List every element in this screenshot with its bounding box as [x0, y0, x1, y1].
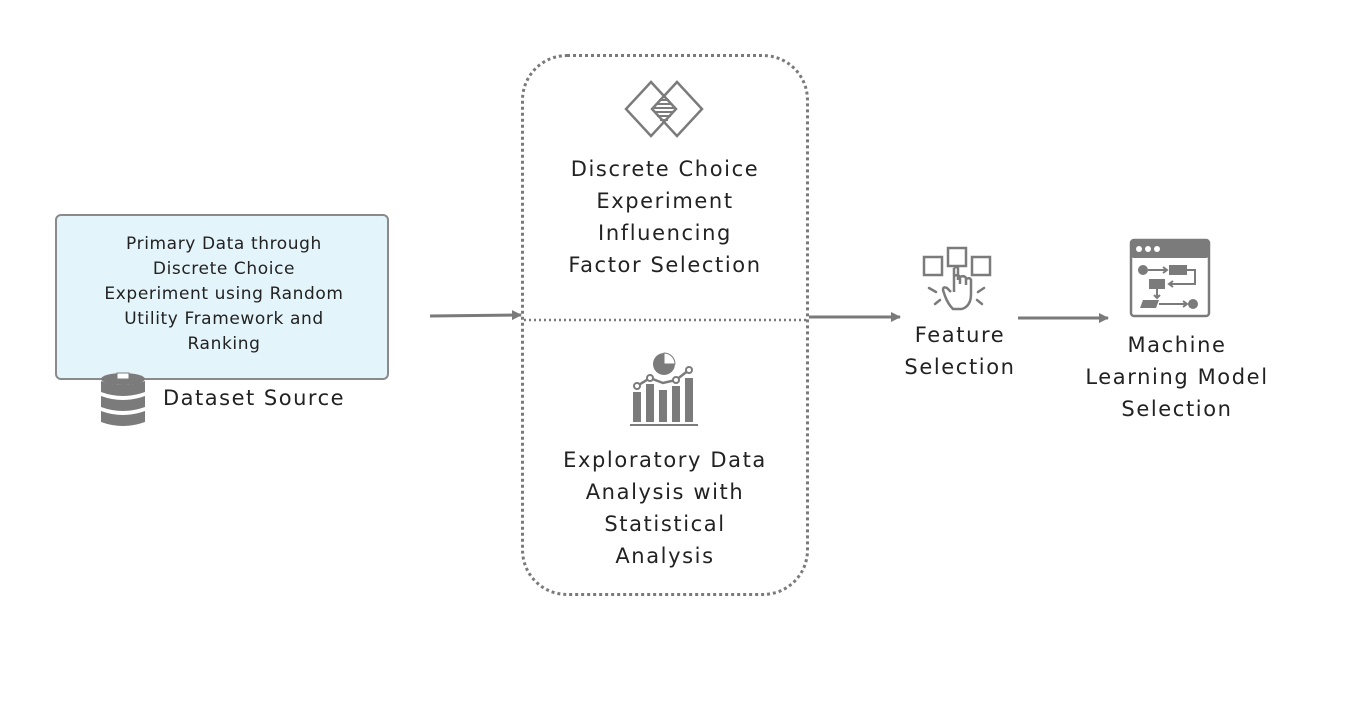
database-icon [101, 372, 145, 426]
eda-label: Exploratory Data Analysis with Statistic… [563, 448, 767, 568]
arrow-source-to-group [429, 310, 522, 321]
hand-select-icon [922, 246, 992, 311]
source-caption: Dataset Source [163, 386, 346, 410]
source-box [55, 214, 389, 380]
feature-selection-label: Feature Selection [904, 323, 1016, 379]
dce-label: Discrete Choice Experiment Influencing F… [568, 157, 762, 277]
workflow-window-icon [1129, 238, 1211, 318]
source-box-text: Primary Data through Discrete Choice Exp… [104, 234, 344, 354]
analysis-group-box [521, 54, 809, 596]
bar-chart-icon [630, 352, 698, 426]
model-selection-label: Machine Learning Model Selection [1085, 333, 1269, 421]
diamond-pattern-icon [624, 80, 704, 138]
